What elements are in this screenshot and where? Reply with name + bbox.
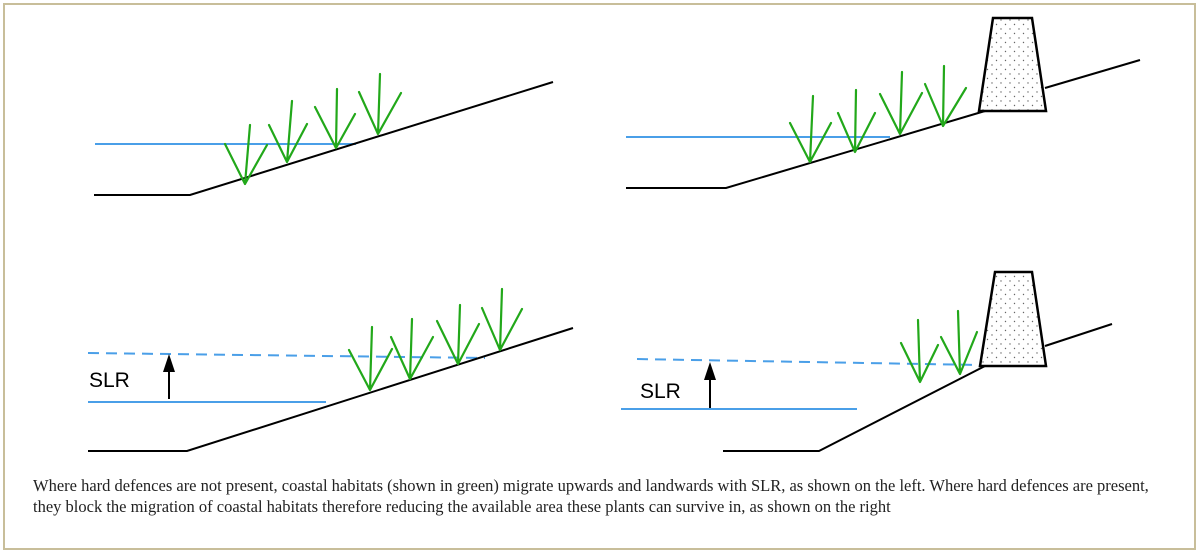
plant-group [347, 287, 524, 392]
plant-icon [347, 325, 394, 392]
plant-icon [267, 99, 309, 164]
arrow-up-head [163, 354, 175, 372]
plant-icon [939, 309, 979, 376]
panel-no-defence-current [94, 72, 554, 196]
plant-group [223, 72, 403, 186]
raised-sea-level-line [636, 358, 981, 366]
plant-icon [788, 94, 833, 164]
plant-icon [389, 317, 435, 381]
plant-icon [435, 303, 481, 366]
shore-profile [723, 365, 986, 452]
plant-icon [923, 64, 968, 128]
sea-wall-icon [977, 16, 1048, 113]
panel-defence-slr: SLR [621, 270, 1113, 452]
plant-icon [223, 123, 269, 186]
plant-icon [313, 87, 357, 150]
sea-wall-icon [978, 270, 1048, 368]
shore-profile [626, 110, 986, 189]
shore-profile [88, 327, 574, 452]
slr-label: SLR [640, 380, 681, 403]
plant-group [788, 64, 968, 164]
shore-profile-landward [1044, 323, 1113, 347]
figure-caption: Where hard defences are not present, coa… [33, 476, 1149, 516]
plant-icon [357, 72, 403, 136]
arrow-up-head [704, 362, 716, 380]
plant-icon [480, 287, 524, 352]
panel-no-defence-slr: SLR [87, 287, 574, 452]
plant-icon [836, 88, 877, 154]
plant-group [899, 309, 979, 384]
plant-icon [878, 70, 924, 136]
coastal-squeeze-diagram: SLR SLR [87, 16, 1141, 452]
shore-profile [94, 81, 554, 196]
shore-profile-landward [1044, 59, 1141, 89]
panel-defence-current [626, 16, 1141, 189]
raised-sea-level-line [87, 352, 486, 359]
slr-label: SLR [89, 369, 130, 392]
plant-icon [899, 318, 940, 384]
